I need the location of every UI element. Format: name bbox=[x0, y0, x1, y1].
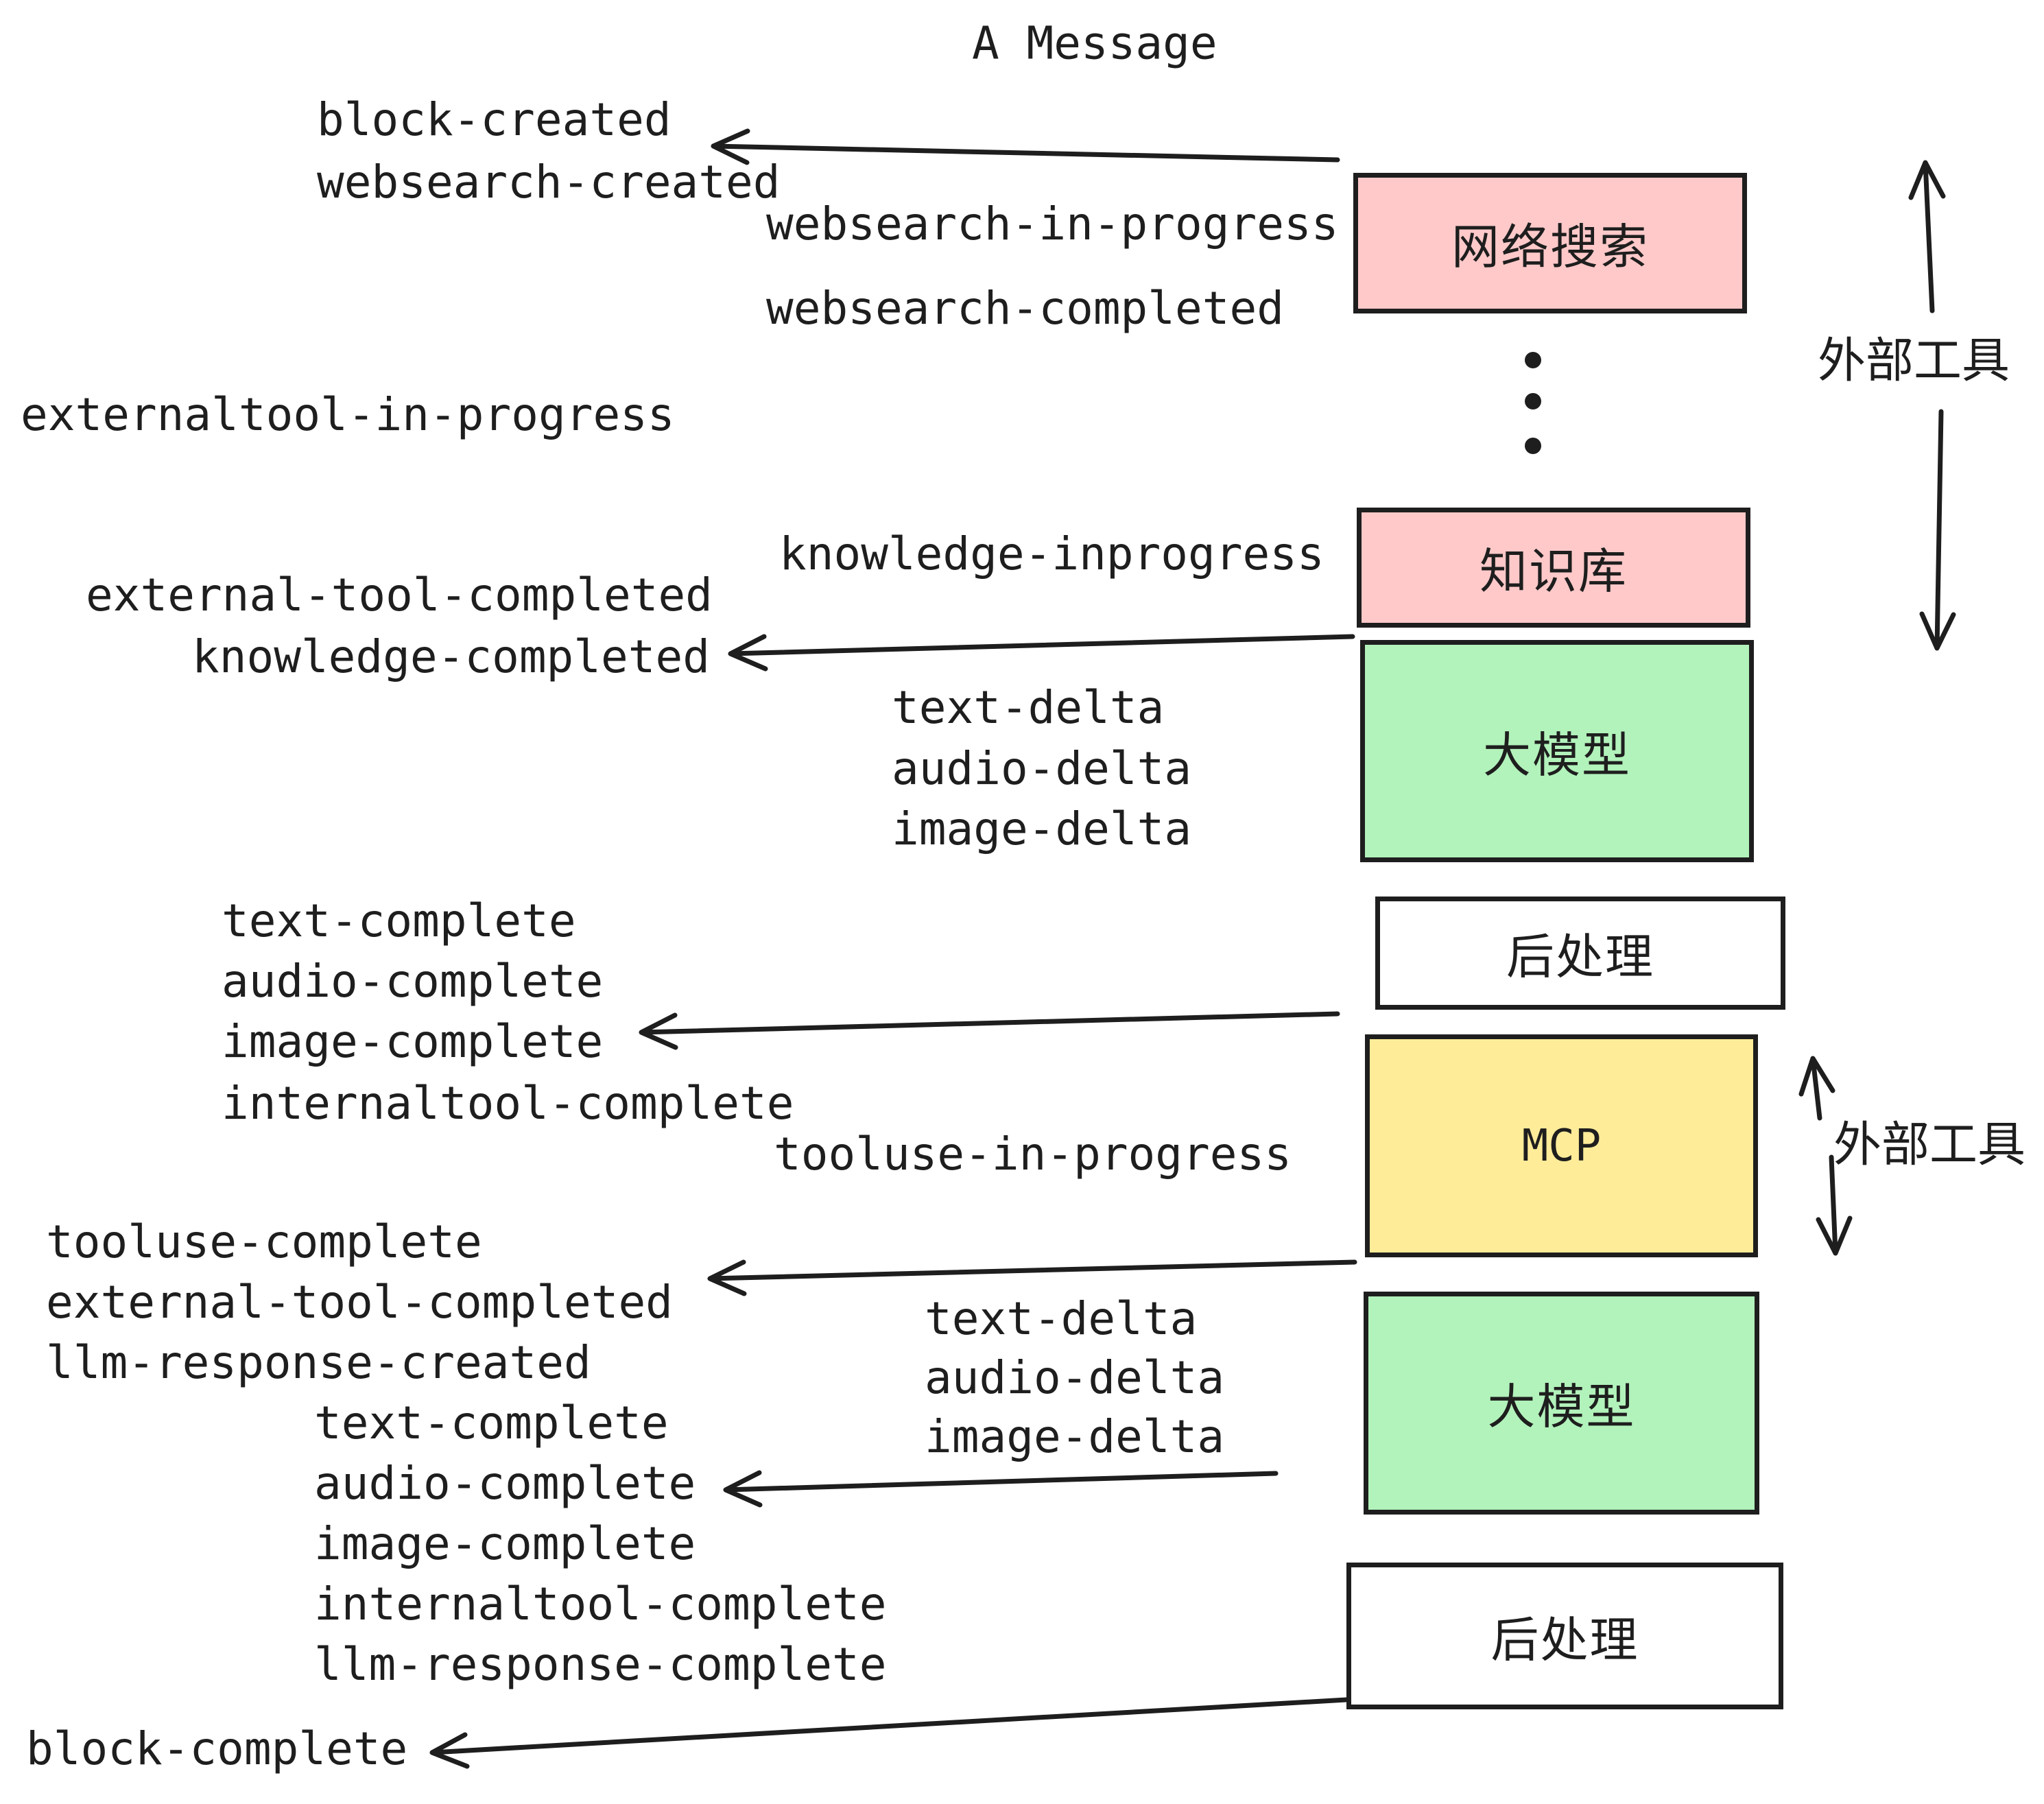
event-label-websearch-in-progress: websearch-in-progress bbox=[766, 198, 1339, 250]
websearch-box-label: 网络搜索 bbox=[1451, 219, 1649, 275]
post-process-box-2-label: 后处理 bbox=[1490, 1611, 1639, 1668]
llm-box-1-label: 大模型 bbox=[1483, 726, 1631, 783]
event-label-image-delta-2: image-delta bbox=[925, 1410, 1225, 1463]
event-label-text-delta-2: text-delta bbox=[925, 1292, 1198, 1345]
event-label-audio-delta-2: audio-delta bbox=[925, 1351, 1225, 1404]
event-label-websearch-created: websearch-created bbox=[317, 156, 781, 209]
external-tools-top-label: 外部工具 bbox=[1818, 332, 2010, 389]
external-tools-bottom-up-arrow bbox=[1798, 1056, 1835, 1121]
ellipsis-dot bbox=[1525, 438, 1541, 454]
event-label-externaltool-in-progress: externaltool-in-progress bbox=[21, 388, 675, 441]
event-label-websearch-completed: websearch-completed bbox=[766, 282, 1284, 335]
arrow-to-block-created bbox=[711, 128, 1340, 165]
event-label-tooluse-in-progress: tooluse-in-progress bbox=[774, 1128, 1292, 1180]
event-label-audio-complete: audio-complete bbox=[222, 955, 604, 1008]
mcp-box-label: MCP bbox=[1521, 1120, 1602, 1172]
event-label-llm-response-complete: llm-response-complete bbox=[314, 1638, 887, 1691]
event-label-internaltool-complete-2: internaltool-complete bbox=[314, 1578, 887, 1630]
knowledge-base-box-label: 知识库 bbox=[1479, 543, 1628, 600]
event-label-block-complete: block-complete bbox=[26, 1722, 408, 1775]
event-label-text-complete: text-complete bbox=[222, 894, 576, 947]
event-label-internaltool-complete: internaltool-complete bbox=[222, 1077, 794, 1130]
external-tools-top-up-arrow bbox=[1908, 160, 1946, 313]
event-label-llm-response-created: llm-response-created bbox=[46, 1336, 591, 1389]
event-label-knowledge-inprogress: knowledge-inprogress bbox=[779, 527, 1324, 580]
arrow-to-knowledge-completed bbox=[728, 634, 1355, 672]
llm-box-2: 大模型 bbox=[1364, 1292, 1759, 1515]
event-label-audio-delta: audio-delta bbox=[892, 742, 1192, 795]
websearch-box: 网络搜索 bbox=[1353, 173, 1747, 313]
external-tools-bottom-label: 外部工具 bbox=[1833, 1116, 2025, 1173]
event-label-image-delta: image-delta bbox=[892, 803, 1192, 855]
arrow-to-audio-complete bbox=[723, 1470, 1279, 1508]
arrow-to-image-complete bbox=[639, 1011, 1340, 1050]
knowledge-base-box: 知识库 bbox=[1357, 508, 1750, 628]
event-label-external-tool-completed: external-tool-completed bbox=[86, 569, 713, 621]
ellipsis-dot bbox=[1525, 393, 1541, 410]
event-label-text-delta: text-delta bbox=[892, 681, 1165, 734]
llm-box-2-label: 大模型 bbox=[1487, 1379, 1636, 1435]
event-label-tooluse-complete: tooluse-complete bbox=[46, 1215, 482, 1268]
event-label-image-complete-2: image-complete bbox=[314, 1517, 696, 1570]
ellipsis-dot bbox=[1525, 352, 1541, 368]
post-process-box-1-label: 后处理 bbox=[1506, 929, 1654, 985]
event-label-block-created: block-created bbox=[317, 93, 672, 146]
arrow-to-tooluse-complete bbox=[707, 1259, 1357, 1296]
event-label-audio-complete-2: audio-complete bbox=[314, 1457, 696, 1510]
arrow-to-block-complete bbox=[429, 1697, 1349, 1769]
event-label-external-tool-completed-2: external-tool-completed bbox=[46, 1276, 673, 1329]
event-label-knowledge-completed: knowledge-completed bbox=[192, 630, 710, 683]
mcp-box: MCP bbox=[1365, 1034, 1758, 1257]
event-label-image-complete: image-complete bbox=[222, 1015, 604, 1068]
diagram-title: A Message bbox=[972, 16, 1217, 70]
event-label-text-complete-2: text-complete bbox=[314, 1397, 669, 1449]
post-process-box-1: 后处理 bbox=[1375, 897, 1785, 1010]
external-tools-top-down-arrow bbox=[1919, 409, 1956, 651]
post-process-box-2: 后处理 bbox=[1346, 1563, 1783, 1709]
llm-box-1: 大模型 bbox=[1360, 640, 1754, 862]
